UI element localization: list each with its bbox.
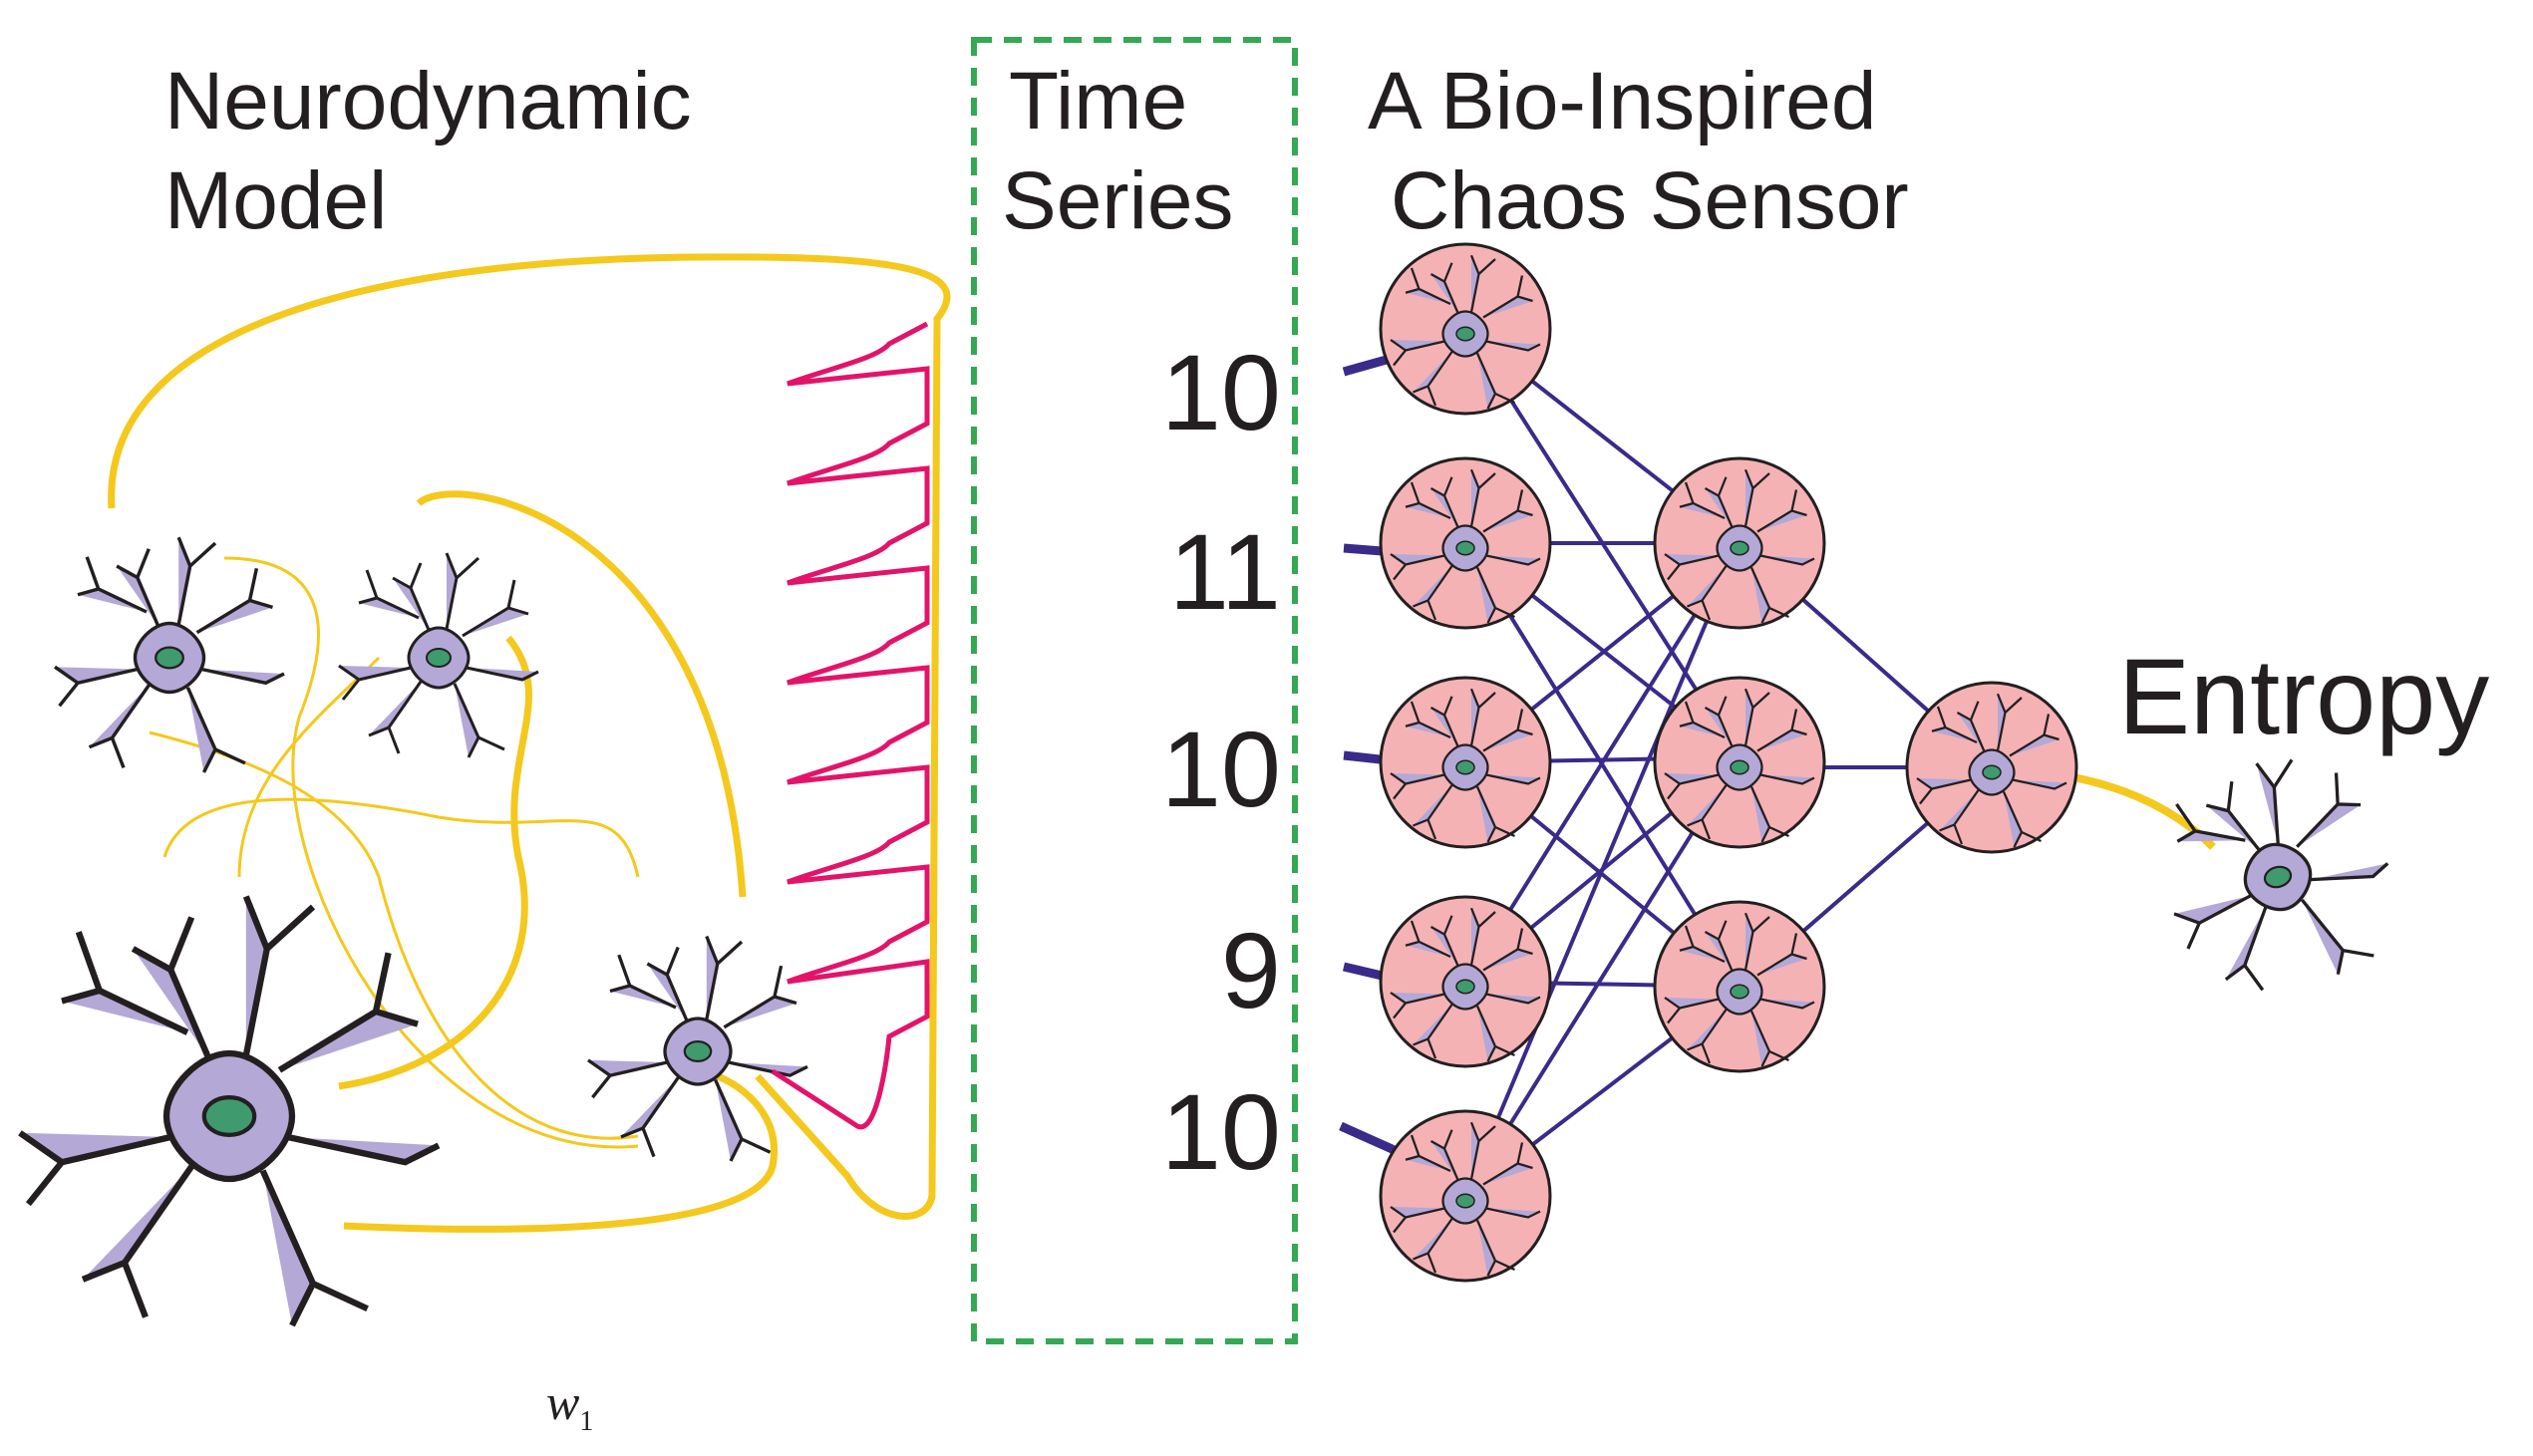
hidden-node-2 <box>1653 676 1826 849</box>
link-b <box>338 635 532 1090</box>
link-f <box>162 797 640 878</box>
input-node-4 <box>1379 895 1552 1068</box>
yellow-connections <box>108 253 951 1233</box>
neuron-bottom-large <box>20 897 439 1326</box>
time-series-value-1: 10 <box>1160 332 1281 452</box>
input-node-1 <box>1379 242 1552 416</box>
time-series-value-5: 10 <box>1160 1071 1281 1192</box>
weight-label: w1 <box>546 1374 594 1437</box>
time-series-value-3: 10 <box>1160 709 1281 829</box>
right-title-line1: A Bio-Inspired <box>1368 56 1877 146</box>
neuron-top-middle <box>337 551 540 759</box>
middle-title-line2: Series <box>1002 155 1234 246</box>
link-top-arc <box>108 253 951 1220</box>
link-d <box>223 556 639 1149</box>
input-node-5 <box>1379 1109 1552 1283</box>
input-node-3 <box>1379 676 1552 849</box>
hidden-node-3 <box>1653 900 1826 1073</box>
network-nodes <box>1379 242 2078 1283</box>
input-node-2 <box>1379 456 1552 630</box>
link-a <box>416 490 747 898</box>
left-title-line2: Model <box>164 155 388 246</box>
entropy-label: Entropy <box>2118 636 2490 756</box>
time-series-box <box>971 37 1298 1344</box>
spike-trace <box>771 321 930 1130</box>
time-series-value-2: 11 <box>1168 511 1281 632</box>
time-series-value-4: 9 <box>1220 910 1281 1030</box>
middle-title-line1: Time <box>1009 56 1188 146</box>
entropy-neuron <box>2140 735 2414 1014</box>
link-g <box>237 656 381 878</box>
neuron-bottom-right <box>586 934 809 1163</box>
link-c <box>343 1072 778 1233</box>
left-title-line1: Neurodynamic <box>164 56 692 146</box>
hidden-node-1 <box>1653 456 1826 630</box>
output-node <box>1905 681 2078 854</box>
link-e <box>149 730 639 1140</box>
right-title-line2: Chaos Sensor <box>1391 155 1909 246</box>
